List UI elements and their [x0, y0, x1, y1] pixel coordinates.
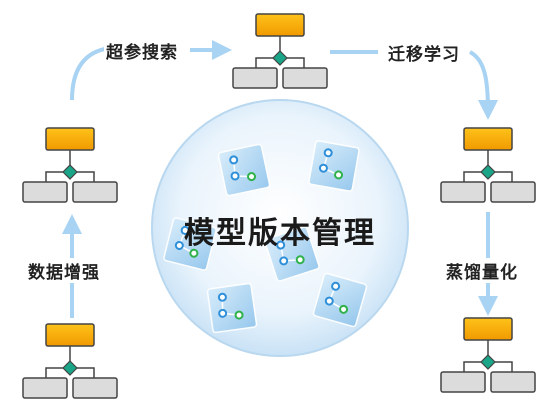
node-diamond — [62, 164, 78, 180]
node-leaf-left — [440, 371, 486, 393]
card-face — [163, 217, 217, 271]
node-diamond — [62, 360, 78, 376]
node-leaf-left — [232, 67, 278, 89]
card-dot-blue — [324, 296, 334, 306]
node-leaf-left — [22, 377, 68, 399]
model-nodes — [22, 13, 536, 399]
card-dot-blue — [276, 240, 286, 250]
node-diamond — [272, 50, 288, 66]
model-cards — [163, 140, 368, 334]
model-card-5 — [206, 282, 258, 334]
card-dot-green — [295, 255, 305, 265]
card-dot-green — [339, 304, 349, 314]
edge-label-transfer-learning: 迁移学习 — [386, 40, 462, 65]
card-dot-blue — [331, 281, 341, 291]
node-top — [232, 13, 328, 89]
card-dot-blue — [217, 292, 227, 302]
model-card-2 — [308, 140, 360, 192]
center-title: 模型版本管理 — [184, 216, 376, 251]
card-dot-green — [247, 172, 257, 182]
model-card-3 — [163, 217, 217, 271]
node-leaf-left — [22, 181, 68, 203]
node-head — [463, 127, 513, 151]
node-right-upper — [440, 127, 536, 203]
arrow-top-left — [70, 46, 111, 101]
node-head — [45, 127, 95, 151]
card-face — [206, 282, 258, 334]
card-dot-blue — [318, 163, 328, 173]
node-diamond — [480, 354, 496, 370]
card-dot-blue — [323, 148, 333, 158]
node-leaf-right — [72, 377, 118, 399]
model-card-6 — [312, 272, 368, 328]
node-left-lower — [22, 323, 118, 399]
node-diamond — [480, 164, 496, 180]
node-left-upper — [22, 127, 118, 203]
card-face — [312, 272, 368, 328]
model-card-1 — [217, 143, 271, 197]
node-leaf-left — [440, 181, 486, 203]
node-leaf-right — [490, 371, 536, 393]
card-face — [217, 143, 271, 197]
card-dot-blue — [229, 155, 239, 165]
node-right-lower — [440, 317, 536, 393]
node-head — [45, 323, 95, 347]
card-dot-green — [189, 248, 199, 258]
edge-label-hyperparam-search: 超参搜索 — [104, 38, 180, 63]
card-dot-blue — [230, 171, 240, 181]
card-dot-blue — [180, 225, 190, 235]
card-dot-green — [334, 170, 344, 180]
node-head — [463, 317, 513, 341]
card-face — [264, 226, 320, 282]
card-dot-green — [234, 310, 244, 320]
model-card-4 — [264, 226, 320, 282]
arrow-top-right-down — [468, 50, 498, 120]
card-face — [308, 140, 360, 192]
edge-label-distill-quantize: 蒸馏量化 — [444, 258, 520, 283]
edge-label-data-augmentation: 数据增强 — [26, 258, 102, 283]
card-dot-blue — [218, 308, 228, 318]
node-leaf-right — [72, 181, 118, 203]
node-head — [255, 13, 305, 37]
node-leaf-right — [282, 67, 328, 89]
card-dot-blue — [279, 256, 289, 266]
flow-arrows — [62, 40, 498, 318]
card-dot-blue — [174, 240, 184, 250]
node-leaf-right — [490, 181, 536, 203]
